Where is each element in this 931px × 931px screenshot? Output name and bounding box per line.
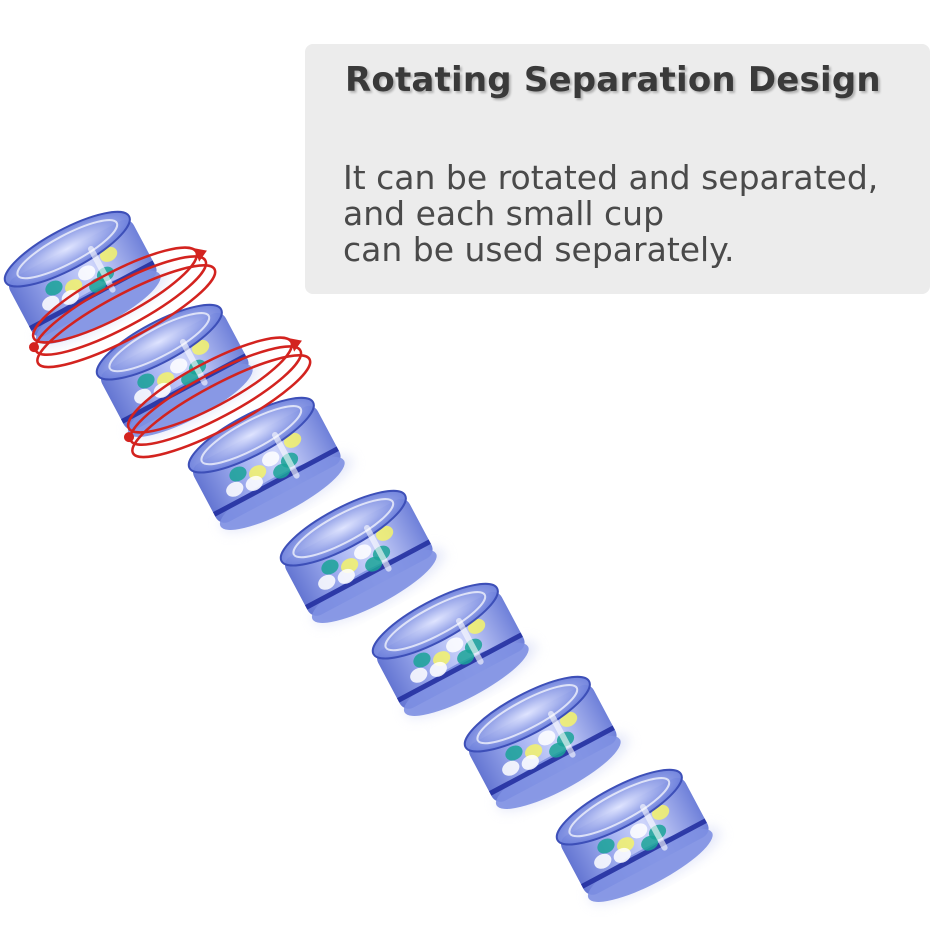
pill — [354, 544, 372, 560]
caption-body: It can be rotated and separated, and eac… — [343, 160, 923, 268]
pill — [245, 475, 263, 491]
pill-cup-7 — [555, 768, 721, 904]
pill — [521, 754, 539, 770]
pill — [538, 730, 556, 746]
pill — [262, 451, 280, 467]
pill — [429, 661, 447, 677]
pill — [318, 574, 336, 590]
pill — [170, 358, 188, 374]
pill — [597, 838, 615, 854]
caption-line-2: and each small cup — [343, 194, 665, 233]
pill-cup-6 — [463, 675, 629, 811]
caption-line-1: It can be rotated and separated, — [343, 158, 879, 197]
caption-box: Rotating Separation Design It can be rot… — [305, 44, 930, 294]
pill — [321, 559, 339, 575]
rotation-arrow-icon — [28, 246, 217, 369]
pill — [365, 556, 383, 572]
pill — [502, 760, 520, 776]
pill — [505, 745, 523, 761]
pill — [630, 823, 648, 839]
pill — [45, 280, 63, 296]
caption-title: Rotating Separation Design — [345, 60, 881, 100]
pill — [226, 481, 244, 497]
pill — [641, 835, 659, 851]
pill — [549, 742, 567, 758]
pill — [273, 463, 291, 479]
pill — [78, 265, 96, 281]
pill — [613, 847, 631, 863]
pill — [410, 667, 428, 683]
pill — [413, 652, 431, 668]
pill — [457, 649, 475, 665]
pill-cup-4 — [279, 489, 445, 625]
rotation-arrow-icon — [123, 336, 312, 459]
pill — [446, 637, 464, 653]
pill — [137, 373, 155, 389]
pill-cup-5 — [371, 582, 537, 718]
pill — [229, 466, 247, 482]
caption-line-3: can be used separately. — [343, 230, 735, 269]
pill — [594, 853, 612, 869]
pill-cup-3 — [187, 396, 353, 532]
pill — [337, 568, 355, 584]
